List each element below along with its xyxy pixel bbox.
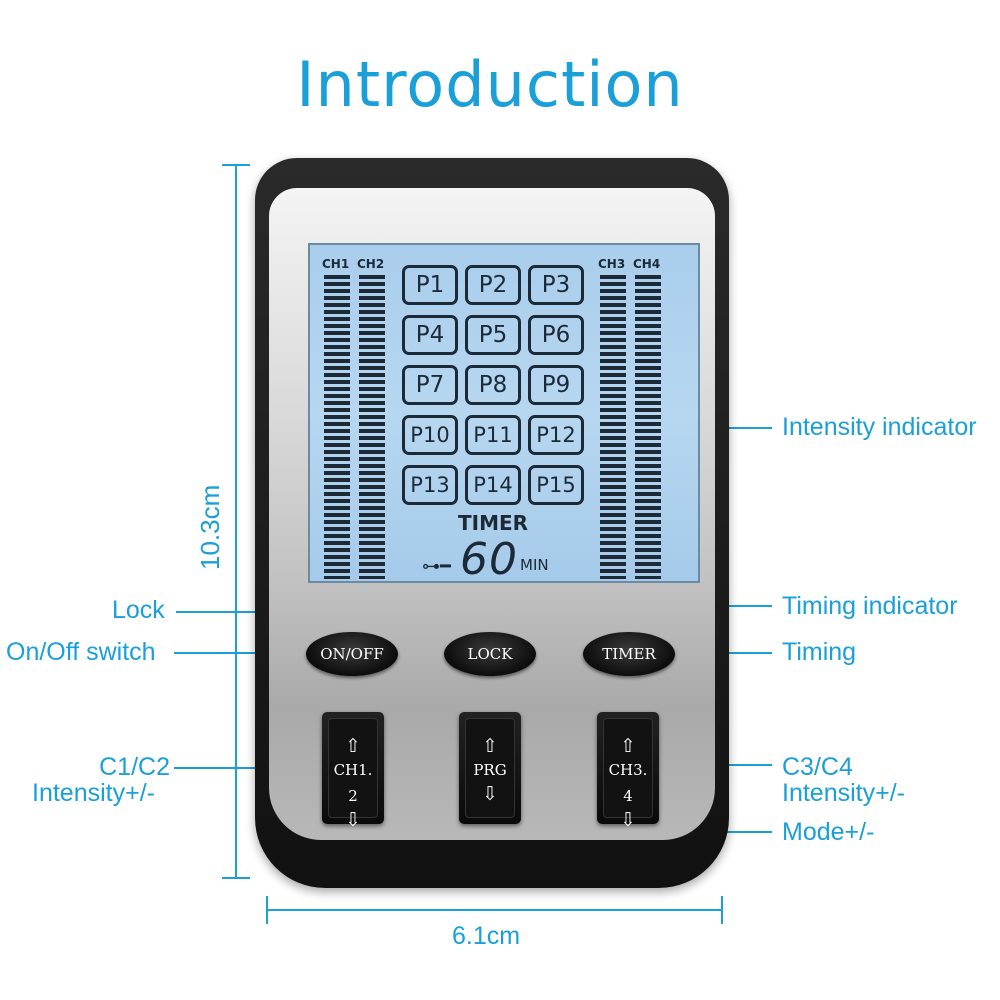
ch34-label: CH3. 4 [608,761,648,805]
callout-timing-indicator: Timing indicator [782,592,958,620]
program-p15: P15 [528,465,584,505]
program-p10: P10 [402,415,458,455]
lcd-display: CH1 CH2 CH3 CH4 P1 P2 P3 P4 P5 P6 P7 P8 … [308,243,700,585]
ch12-label: CH1. 2 [333,761,373,805]
program-p14: P14 [465,465,521,505]
callout-c1c2-line1: C1/C2 [99,753,170,781]
ch3-intensity-bars [600,275,626,579]
up-arrow-icon[interactable]: ⇧ [482,735,498,757]
ch12-intensity-rocker[interactable]: ⇧ CH1. 2 ⇩ [322,712,384,831]
prg-label: PRG [473,761,507,779]
program-p1: P1 [402,265,458,305]
program-p5: P5 [465,315,521,355]
timer-button[interactable]: TIMER [583,632,675,676]
callout-c3c4-line2: Intensity+/- [782,779,905,807]
callout-c3c4: C3/C4 Intensity+/- [782,754,905,806]
timer-value: 60 [460,534,518,585]
program-p11: P11 [465,415,521,455]
key-icon: ⊶━ [422,556,451,577]
ch2-intensity-bars [359,275,385,579]
callout-c1c2: C1/C2 Intensity+/- [32,753,170,806]
callout-intensity-indicator: Intensity indicator [782,413,977,441]
onoff-button[interactable]: ON/OFF [306,632,398,676]
lock-button[interactable]: LOCK [444,632,536,676]
program-p13: P13 [402,465,458,505]
ch3-label: CH3 [598,257,626,271]
callout-c3c4-line1: C3/C4 [782,753,853,781]
ch1-intensity-bars [324,275,350,579]
ch4-label: CH4 [633,257,661,271]
timer-label: TIMER [458,511,529,535]
callout-lock: Lock [112,596,165,624]
ch2-label: CH2 [357,257,385,271]
callout-mode: Mode+/- [782,818,875,846]
page-title: Introduction [296,48,684,121]
callout-timing: Timing [782,638,857,666]
ch4-intensity-bars [635,275,661,579]
program-p12: P12 [528,415,584,455]
up-arrow-icon[interactable]: ⇧ [620,735,636,757]
timer-unit: MIN [520,556,549,574]
up-arrow-icon[interactable]: ⇧ [345,735,361,757]
callout-onoff-switch: On/Off switch [6,638,156,666]
ch34-intensity-rocker[interactable]: ⇧ CH3. 4 ⇩ [597,712,659,831]
program-p9: P9 [528,365,584,405]
ch1-label: CH1 [322,257,350,271]
program-p8: P8 [465,365,521,405]
down-arrow-icon[interactable]: ⇩ [620,809,636,831]
down-arrow-icon[interactable]: ⇩ [482,783,498,805]
callout-c1c2-line2: Intensity+/- [32,779,155,807]
program-p6: P6 [528,315,584,355]
height-label: 10.3cm [195,484,225,570]
program-p4: P4 [402,315,458,355]
program-p3: P3 [528,265,584,305]
width-label: 6.1cm [452,922,521,950]
program-p2: P2 [465,265,521,305]
down-arrow-icon[interactable]: ⇩ [345,809,361,831]
prg-mode-rocker[interactable]: ⇧ PRG ⇩ [459,712,521,824]
program-p7: P7 [402,365,458,405]
